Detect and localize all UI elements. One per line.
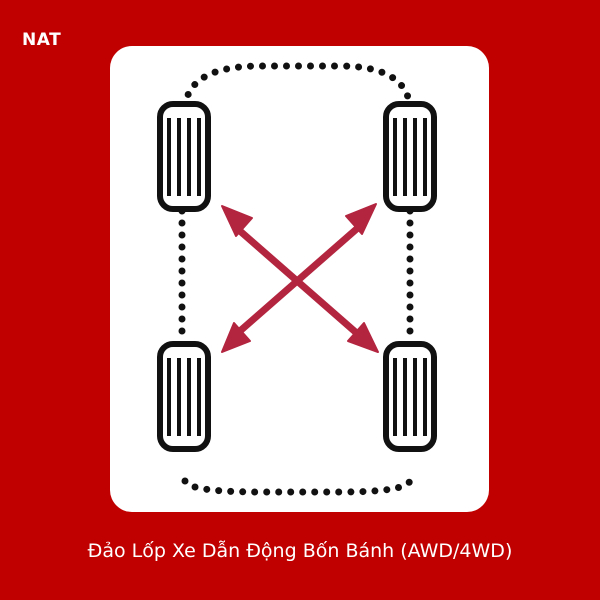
rear-dotted-arc bbox=[181, 477, 414, 496]
dotted-path bbox=[178, 62, 414, 496]
tire-rear-left bbox=[157, 341, 211, 452]
rotation-diagram bbox=[157, 62, 437, 496]
tire-rear-right bbox=[383, 341, 437, 452]
diagram-panel bbox=[110, 46, 489, 512]
arrow-front-left-to-rear-right bbox=[221, 205, 379, 353]
caption-title: Đảo Lốp Xe Dẫn Động Bốn Bánh (AWD/4WD) bbox=[87, 540, 513, 562]
tire-front-left bbox=[157, 101, 211, 212]
arrow-front-right-to-rear-left bbox=[221, 203, 377, 353]
front-dotted-arc bbox=[181, 62, 414, 110]
brand-logo: NAT bbox=[22, 30, 62, 50]
tire-front-right bbox=[383, 101, 437, 212]
